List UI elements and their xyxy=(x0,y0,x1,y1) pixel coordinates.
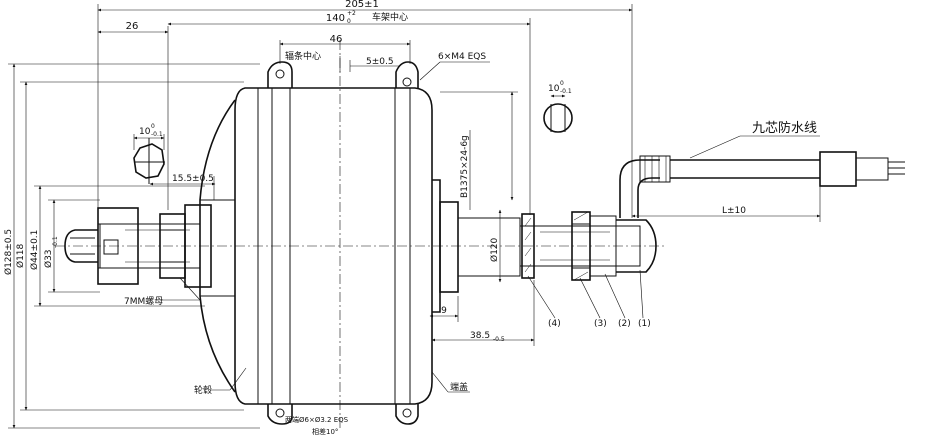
dia-33-tol: -0.1 xyxy=(52,236,59,248)
dia-120-dim: Ø120 xyxy=(489,237,500,262)
dim-38-5-tol: -0.5 xyxy=(493,336,505,343)
spoke-center-label: 辐条中心 xyxy=(285,50,321,62)
right-flat-tol-bot: -0.1 xyxy=(560,88,572,95)
spoke-tol-dim: 5±0.5 xyxy=(366,57,394,67)
spoke-offset-dim: 46 xyxy=(330,34,343,45)
freewheel-spec-label: B1375×24-6g xyxy=(460,135,470,198)
nut-label: 7MM螺母 xyxy=(124,296,163,307)
bolt-spec-label: 6×M4 EQS xyxy=(438,52,486,62)
left-flat-tol-top: 0 xyxy=(151,123,155,130)
part-3-label: (3) xyxy=(594,319,607,329)
dim-9: 9 xyxy=(441,306,447,316)
part-2-label: (2) xyxy=(618,319,631,329)
dimension-lines xyxy=(8,4,821,429)
cable-label: 九芯防水线 xyxy=(752,120,817,136)
frame-center-dim: 140 xyxy=(326,13,345,24)
left-flat-tol-bot: -0.1 xyxy=(151,131,163,138)
frame-center-label: 车架中心 xyxy=(372,11,408,23)
part-4-label: (4) xyxy=(548,319,561,329)
dia-44-dim: Ø44±0.1 xyxy=(29,230,40,270)
cable-assembly xyxy=(619,151,905,218)
hub-shell-label: 轮毂 xyxy=(194,384,212,396)
spoke-holes-label: 两端Ø6×Ø3.2 EQS xyxy=(285,415,349,424)
left-offset-dim: 26 xyxy=(126,21,139,32)
dia-128-dim: Ø128±0.5 xyxy=(3,229,14,275)
spoke-angle-label: 相差10° xyxy=(312,427,338,436)
overall-length-dim: 205±1 xyxy=(345,0,379,10)
left-axle-assembly xyxy=(64,207,201,285)
left-flat-width-dim: 10 xyxy=(139,127,151,137)
end-cover-label: 端盖 xyxy=(450,381,468,393)
dia-33-dim: Ø33 xyxy=(43,249,54,268)
cable-length-dim: L±10 xyxy=(722,206,746,216)
axle-step-dim: 15.5±0.5 xyxy=(172,174,214,184)
part-1-label: (1) xyxy=(638,319,651,329)
frame-center-tol: +2 xyxy=(347,10,356,17)
frame-center-tol2: 0 xyxy=(347,18,351,25)
dim-38-5: 38.5 xyxy=(470,331,490,341)
right-flat-tol-top: 0 xyxy=(560,80,564,87)
right-axle-flat-section xyxy=(543,103,573,133)
left-axle-flat-section xyxy=(133,138,165,184)
dia-118-dim: Ø118 xyxy=(15,243,26,268)
right-flat-width-dim: 10 xyxy=(548,84,560,94)
motor-hub-body xyxy=(184,61,521,425)
